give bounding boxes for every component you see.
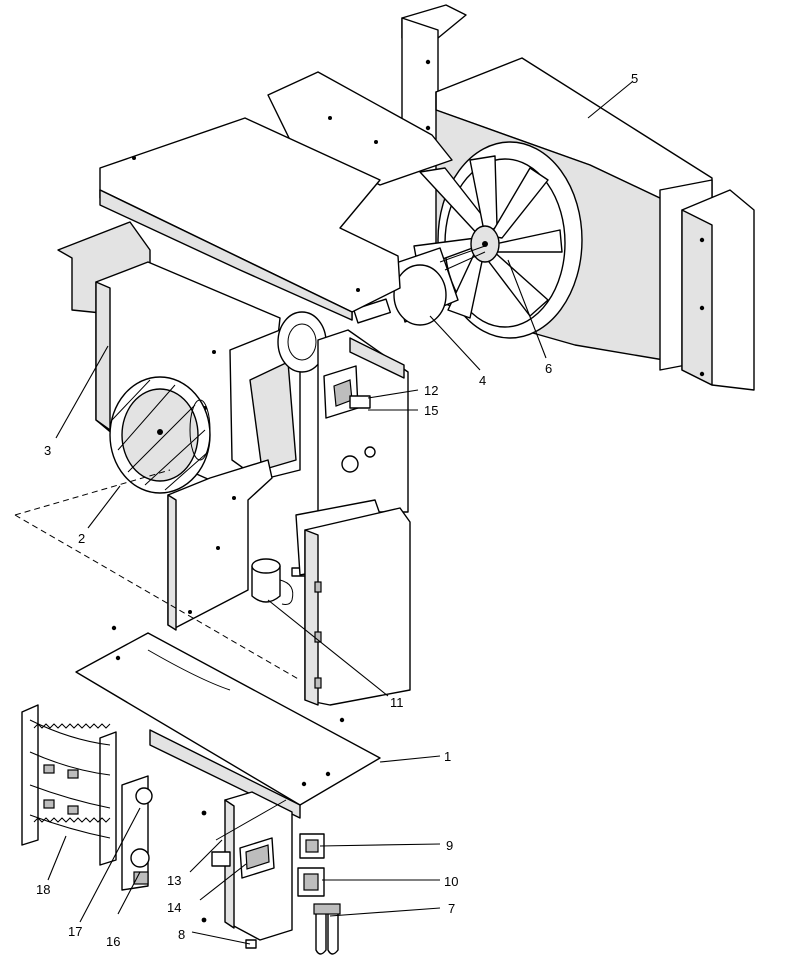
callout-13: 13 — [167, 873, 181, 888]
assembly-dashed-line-2 — [14, 514, 301, 681]
inner-control-panel — [167, 459, 273, 631]
callout-7: 7 — [448, 901, 455, 916]
callout-8: 8 — [178, 927, 185, 942]
control-partition-panel — [317, 329, 409, 513]
callout-4: 4 — [479, 373, 486, 388]
callout-2: 2 — [78, 531, 85, 546]
callout-17: 17 — [68, 924, 82, 939]
limit-switch-bracket-part — [121, 775, 153, 891]
condenser-fan-blade-part — [413, 141, 583, 339]
callout-14: 14 — [167, 900, 181, 915]
callout-labels: 1 2 3 4 5 6 7 8 9 10 11 12 13 14 15 16 1… — [36, 71, 638, 949]
callout-1: 1 — [444, 749, 451, 764]
callout-18: 18 — [36, 882, 50, 897]
sensor-part — [313, 903, 341, 955]
switch-parts — [297, 833, 325, 897]
callout-3: 3 — [44, 443, 51, 458]
leader-lines — [47, 81, 633, 945]
callout-12: 12 — [424, 383, 438, 398]
callout-16: 16 — [106, 934, 120, 949]
callout-10: 10 — [444, 874, 458, 889]
callout-9: 9 — [446, 838, 453, 853]
right-side-panels — [295, 499, 411, 706]
blower-wheel-part — [109, 376, 211, 494]
assembly-dashed-line — [14, 469, 171, 516]
control-switch-part — [323, 365, 371, 419]
callout-5: 5 — [631, 71, 638, 86]
heater-element-part — [21, 704, 117, 866]
fan-motor-part — [352, 245, 486, 326]
base-pan-part — [75, 625, 381, 819]
callout-15: 15 — [424, 403, 438, 418]
screw-part — [201, 810, 257, 949]
top-cover-part — [99, 71, 453, 321]
callout-11: 11 — [390, 695, 404, 710]
callout-6: 6 — [545, 361, 552, 376]
